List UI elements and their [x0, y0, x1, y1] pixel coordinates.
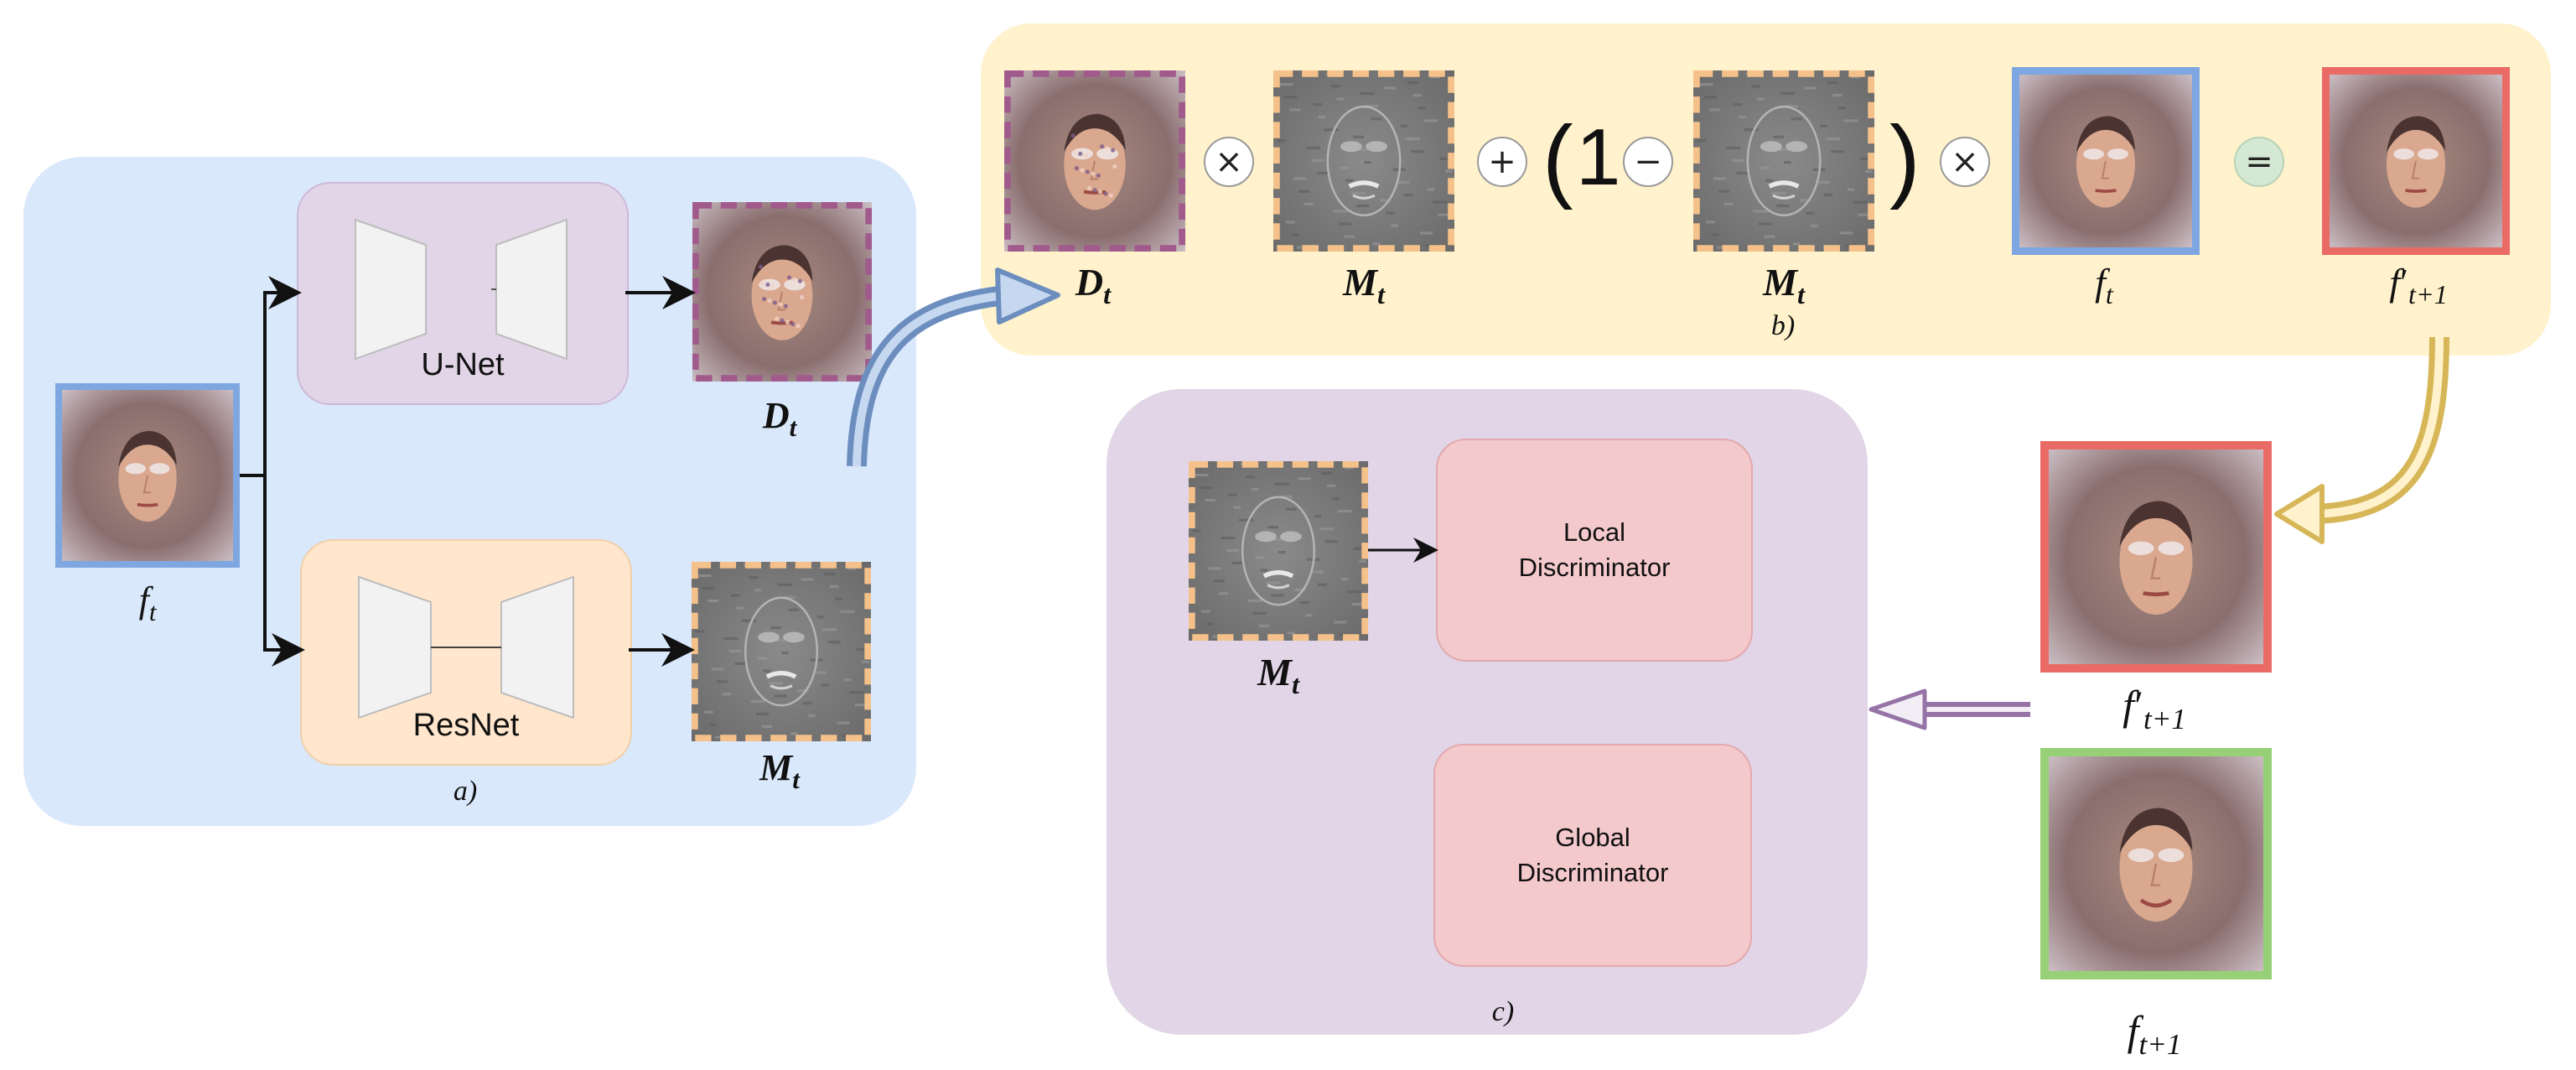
block-output-arrows [625, 276, 1438, 667]
symbol-base: f [2127, 1007, 2139, 1054]
symbol-subscript: t [792, 765, 800, 794]
disc-input-mt [1189, 461, 1368, 641]
blue-curved-arrow [847, 268, 1060, 467]
times-operator-1: × [1204, 137, 1254, 187]
symbol-subscript: t [2105, 279, 2113, 310]
output-image-mt [692, 562, 871, 741]
unet-label: U-Net [421, 347, 505, 382]
equation-image-ft [2012, 67, 2200, 255]
open-parenthesis: ( [1542, 107, 1573, 210]
label-dt-a: Dt [738, 394, 822, 443]
symbol-base: M [1343, 261, 1377, 304]
label-ft-a: ft [114, 579, 181, 627]
caption-c: c) [1491, 996, 1515, 1027]
mask-thumbnail [1693, 70, 1874, 252]
face-thumbnail [2049, 756, 2263, 971]
symbol-base: D [762, 395, 790, 436]
equation-image-ftp1-prime [2322, 67, 2510, 255]
caption-a: a) [453, 776, 478, 807]
resnet-label: ResNet [412, 708, 520, 743]
equation-image-mt-1 [1273, 70, 1454, 252]
face-thumbnail [2019, 75, 2192, 247]
symbol-subscript: t [1291, 669, 1299, 700]
plus-operator: + [1477, 137, 1527, 187]
label-mt-c: Mt [1232, 650, 1324, 700]
label-ft-b: ft [2071, 260, 2138, 310]
face-thumbnail [62, 390, 233, 561]
face-thumbnail [1004, 70, 1185, 252]
symbol-subscript: t+1 [2143, 703, 2186, 735]
close-parenthesis: ) [1889, 107, 1920, 210]
symbol-base: f [138, 579, 149, 621]
face-thumbnail [2049, 449, 2263, 664]
equation-image-dt [1004, 70, 1185, 252]
label-mt-b2: Mt [1738, 260, 1830, 310]
unet-encoder-decoder-shapes [355, 218, 568, 361]
gold-curved-arrow [2274, 336, 2449, 544]
mask-thumbnail [692, 562, 871, 741]
times-operator-2: × [1940, 137, 1990, 187]
local-disc-line1: Local [1563, 517, 1626, 547]
mask-thumbnail [1273, 70, 1454, 252]
caption-b: b) [1770, 310, 1796, 341]
output-image-dt [692, 202, 872, 382]
symbol-subscript: t [1376, 279, 1385, 310]
symbol-base: M [1257, 651, 1292, 693]
resnet-encoder-decoder-shapes [358, 575, 574, 719]
equation-image-mt-2 [1693, 70, 1874, 252]
purple-input-arrow [1869, 688, 2030, 730]
symbol-base: D [1075, 261, 1104, 304]
global-disc-line2: Discriminator [1516, 858, 1669, 887]
minus-operator: − [1623, 137, 1673, 187]
label-ftp1-prime-right: f′t+1 [2104, 681, 2205, 736]
resnet-block: ResNet [300, 539, 632, 766]
input-frame-ft [55, 383, 240, 568]
symbol-base: f [2095, 261, 2106, 304]
global-discriminator: Global Discriminator [1433, 744, 1752, 967]
symbol-prime: ′ [2134, 682, 2143, 729]
symbol-subscript: t [1103, 279, 1112, 310]
face-thumbnail [692, 202, 872, 382]
mask-thumbnail [1189, 461, 1368, 641]
symbol-base: M [1763, 261, 1797, 304]
symbol-subscript: t [789, 413, 797, 442]
ground-truth-frame-ftp1 [2040, 748, 2272, 979]
face-thumbnail [2330, 75, 2502, 247]
symbol-prime: ′ [2399, 261, 2409, 304]
global-disc-line1: Global [1555, 823, 1630, 852]
local-disc-line2: Discriminator [1518, 553, 1671, 582]
label-dt-b: Dt [1051, 260, 1135, 310]
equals-operator: = [2234, 137, 2284, 187]
label-mt-b1: Mt [1318, 260, 1410, 310]
label-ftp1-prime-b: f′t+1 [2368, 260, 2469, 310]
predicted-frame-ftp1-prime [2040, 441, 2272, 673]
split-connector [240, 276, 305, 667]
label-ftp1-right: ft+1 [2104, 1006, 2205, 1062]
label-mt-a: Mt [733, 746, 826, 795]
symbol-subscript: t+1 [2408, 279, 2448, 310]
symbol-subscript: t+1 [2138, 1028, 2182, 1061]
symbol-subscript: t [1796, 279, 1805, 310]
symbol-base: M [759, 747, 793, 788]
symbol-base: f [2122, 682, 2135, 729]
symbol-base: f [2389, 261, 2400, 304]
symbol-subscript: t [148, 597, 157, 626]
one-constant: 1 [1576, 112, 1621, 202]
